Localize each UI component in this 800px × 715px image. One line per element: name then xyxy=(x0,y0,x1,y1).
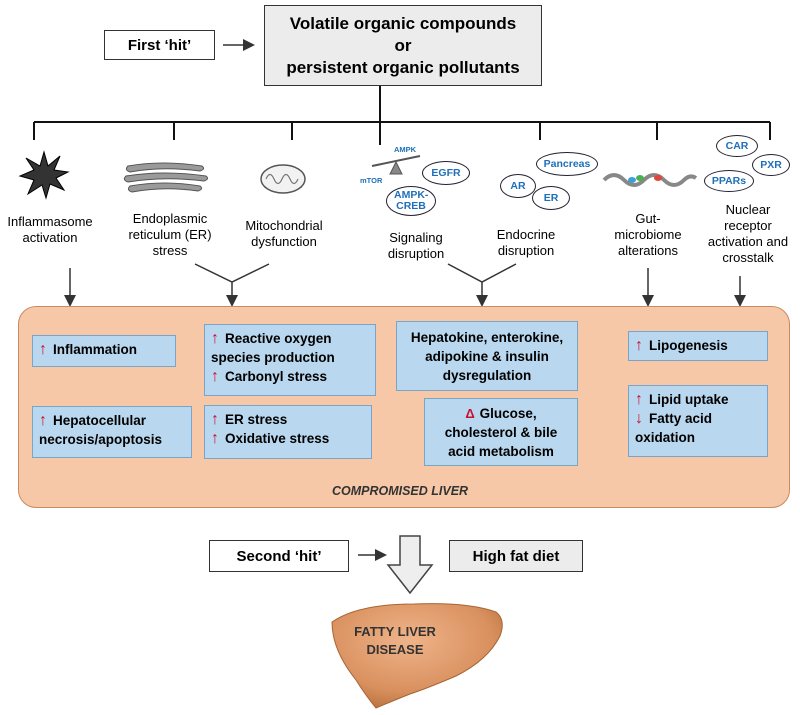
inflammasome-icon xyxy=(18,150,70,200)
ppars-label: PPARs xyxy=(711,174,747,187)
second-hit-box: Second ‘hit’ xyxy=(209,540,349,572)
up-arrow-icon: ↑ xyxy=(211,368,219,385)
er-ellipse: ER xyxy=(532,186,570,210)
egfr-ellipse: EGFR xyxy=(422,161,470,185)
high-fat-diet-box: High fat diet xyxy=(449,540,583,572)
effect-necrosis: ↑Hepatocellular necrosis/apoptosis xyxy=(32,406,192,458)
gut-label: Gut-microbiome alterations xyxy=(614,211,682,258)
ampk-label: AMPK xyxy=(394,145,417,154)
microbiome-icon xyxy=(602,173,698,187)
first-hit-label: First ‘hit’ xyxy=(127,36,192,54)
effect-lipogenesis: ↑ Lipogenesis xyxy=(628,331,768,361)
mitochondria-icon xyxy=(260,164,306,194)
ros-text: Reactive oxygen species production xyxy=(211,331,335,365)
liver-icon xyxy=(331,603,503,709)
compounds-box: Volatile organic compounds or persistent… xyxy=(264,5,542,86)
ampk-creb-ellipse: AMPK-CREB xyxy=(386,186,436,216)
hepatokine-text: Hepatokine, enterokine, adipokine & insu… xyxy=(410,329,564,383)
up-arrow-icon: ↑ xyxy=(635,391,643,408)
compounds-line2: or xyxy=(394,35,412,55)
seesaw-icon xyxy=(371,155,421,175)
up-arrow-icon: ↑ xyxy=(39,341,47,358)
ar-label: AR xyxy=(510,179,526,192)
high-fat-diet-label: High fat diet xyxy=(472,547,560,565)
ar-ellipse: AR xyxy=(500,174,536,198)
effect-hepatokine: Hepatokine, enterokine, adipokine & insu… xyxy=(396,321,578,391)
nuclear-label: Nuclear receptor activation and crosstal… xyxy=(707,202,789,265)
pancreas-ellipse: Pancreas xyxy=(536,152,598,176)
lipid-uptake-text: Lipid uptake xyxy=(649,392,729,407)
effect-ros: ↑Reactive oxygen species production ↑Car… xyxy=(204,324,376,396)
glucose-text: Glucose, cholesterol & bile acid metabol… xyxy=(444,405,558,459)
egfr-label: EGFR xyxy=(431,166,461,179)
car-label: CAR xyxy=(725,139,749,152)
compounds-line3: persistent organic pollutants xyxy=(286,57,520,77)
inflammasome-label: Inflammasome activation xyxy=(7,214,93,245)
fatty-acid-text: Fatty acid oxidation xyxy=(635,411,713,445)
effect-inflammation: ↑ Inflammation xyxy=(32,335,176,367)
er-icon xyxy=(123,162,209,193)
up-arrow-icon: ↑ xyxy=(635,337,643,354)
inflammation-text: Inflammation xyxy=(53,342,138,357)
first-hit-box: First ‘hit’ xyxy=(104,30,215,60)
up-arrow-icon: ↑ xyxy=(39,412,47,429)
delta-icon: Δ xyxy=(465,405,475,421)
pxr-label: PXR xyxy=(760,158,782,171)
up-arrow-icon: ↑ xyxy=(211,330,219,347)
compromised-liver-label: COMPROMISED LIVER xyxy=(331,484,469,498)
mtor-label: mTOR xyxy=(360,176,383,185)
car-ellipse: CAR xyxy=(716,135,758,157)
compounds-line1: Volatile organic compounds xyxy=(289,13,517,33)
ppars-ellipse: PPARs xyxy=(704,170,754,192)
ampk-creb-label: AMPK-CREB xyxy=(394,189,429,212)
signaling-label: Signaling disruption xyxy=(387,230,445,261)
mito-label: Mitochondrial dysfunction xyxy=(245,218,323,249)
merge-signal-endocrine xyxy=(447,263,517,304)
effect-lipid: ↑ Lipid uptake ↓Fatty acid oxidation xyxy=(628,385,768,457)
necrosis-text: Hepatocellular necrosis/apoptosis xyxy=(39,413,163,447)
endocrine-label: Endocrine disruption xyxy=(496,227,556,258)
carbonyl-text: Carbonyl stress xyxy=(225,369,328,384)
er-receptor-label: ER xyxy=(543,191,559,204)
up-arrow-icon: ↑ xyxy=(211,430,219,447)
merge-er-mito xyxy=(194,263,270,304)
pxr-ellipse: PXR xyxy=(752,154,790,176)
down-arrow-icon: ↓ xyxy=(635,410,643,427)
up-arrow-icon: ↑ xyxy=(211,411,219,428)
lipogenesis-text: Lipogenesis xyxy=(649,338,728,353)
oxidative-text: Oxidative stress xyxy=(225,431,330,446)
er-stress-label: Endoplasmic reticulum (ER) stress xyxy=(128,211,212,258)
er-stress-text: ER stress xyxy=(225,412,288,427)
second-hit-label: Second ‘hit’ xyxy=(236,547,322,565)
effect-er-oxidative: ↑ ER stress ↑ Oxidative stress xyxy=(204,405,372,459)
down-arrow-icon xyxy=(386,535,434,595)
pancreas-label: Pancreas xyxy=(543,157,591,170)
fatty-liver-disease-label: FATTY LIVER DISEASE xyxy=(354,624,436,657)
